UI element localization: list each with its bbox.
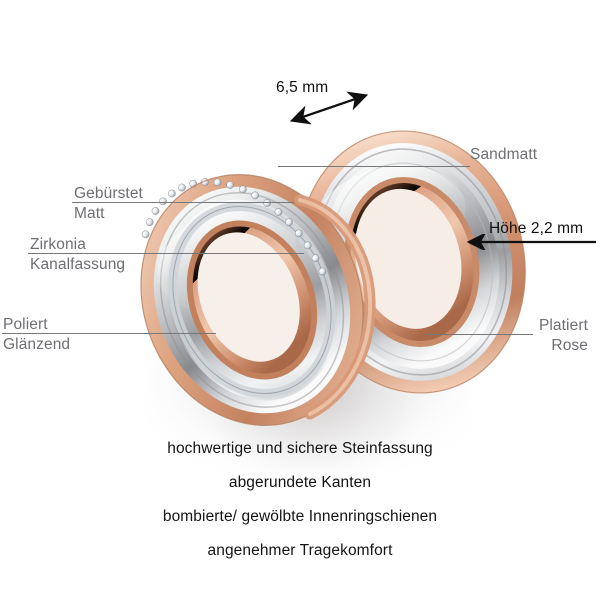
sandmatt-label-line1: Sandmatt xyxy=(470,146,538,163)
plated-label: Platiert Rose xyxy=(448,316,588,356)
brushed-label-line1: Gebürstet xyxy=(74,185,143,202)
polished-label: Poliert Glänzend xyxy=(3,315,70,355)
zirconia-leader-line xyxy=(28,253,304,254)
polished-label-line1: Poliert xyxy=(3,316,48,333)
zirconia-label: Zirkonia Kanalfassung xyxy=(30,235,125,275)
feature-list: hochwertige und sichere Steinfassung abg… xyxy=(0,432,600,568)
sandmatt-label: Sandmatt xyxy=(470,145,537,165)
plated-label-line1: Platiert xyxy=(538,317,588,334)
brushed-label-line2: Matt xyxy=(74,205,105,222)
feature-item-4: angenehmer Tragekomfort xyxy=(207,542,393,559)
brushed-label: Gebürstet Matt xyxy=(74,184,143,224)
polished-leader-line xyxy=(2,333,216,334)
sandmatt-leader-line xyxy=(278,166,470,167)
feature-item-1: hochwertige und sichere Steinfassung xyxy=(167,440,433,457)
plated-label-line2: Rose xyxy=(551,337,588,354)
width-dimension-arrow xyxy=(289,91,369,125)
brushed-leader-line xyxy=(72,202,294,203)
zirconia-label-line2: Kanalfassung xyxy=(30,256,126,273)
height-dimension-arrow xyxy=(466,234,596,250)
polished-label-line2: Glänzend xyxy=(3,336,71,353)
height-dimension-label: Höhe 2,2 mm xyxy=(489,220,584,237)
ring-inner-band xyxy=(294,194,376,420)
width-dimension-label: 6,5 mm xyxy=(276,79,329,96)
feature-item-3: bombierte/ gewölbte Innenringschienen xyxy=(162,508,438,525)
zirconia-label-line1: Zirkonia xyxy=(30,236,86,253)
ring-front xyxy=(140,174,364,426)
feature-item-2: abgerundete Kanten xyxy=(228,474,372,491)
plated-leader-line xyxy=(425,334,533,335)
